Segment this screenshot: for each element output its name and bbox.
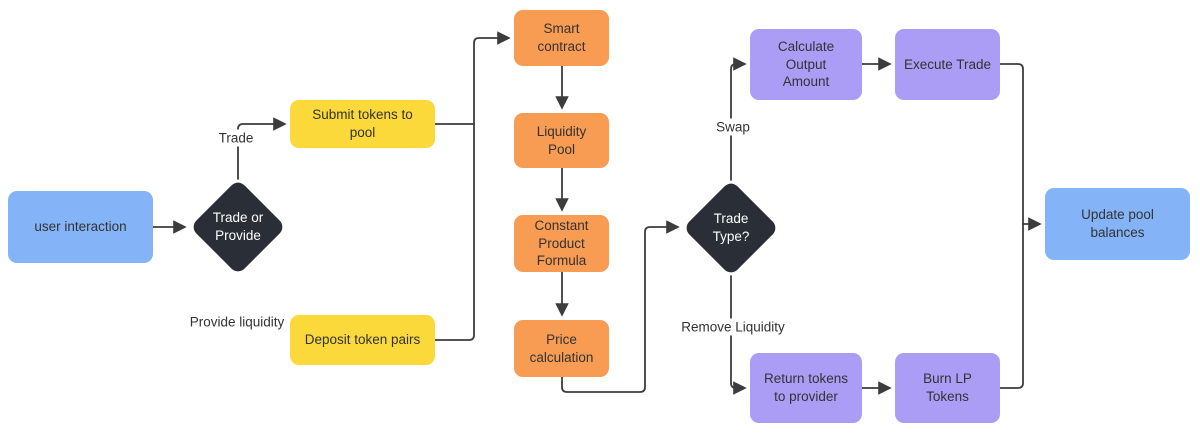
decision-label: Trade or Provide: [212, 210, 264, 243]
node-burn-lp-tokens[interactable]: Burn LP Tokens: [895, 353, 1000, 423]
node-execute-trade[interactable]: Execute Trade: [895, 29, 1000, 100]
edge-tradetype-to-return: [730, 275, 747, 395]
edge-label-remove-liquidity: Remove Liquidity: [677, 318, 789, 336]
edge-burn-join: [999, 223, 1024, 389]
node-trade-or-provide-decision[interactable]: Trade or Provide: [190, 179, 286, 275]
node-constant-product-formula[interactable]: Constant Product Formula: [514, 215, 609, 272]
node-price-calculation[interactable]: Price calculation: [514, 320, 609, 377]
node-submit-tokens-to-pool[interactable]: Submit tokens to pool: [290, 100, 435, 148]
node-liquidity-pool[interactable]: Liquidity Pool: [514, 113, 609, 168]
node-deposit-token-pairs[interactable]: Deposit token pairs: [290, 315, 435, 365]
edge-price-to-tradetype: [561, 220, 680, 393]
node-smart-contract[interactable]: Smart contract: [514, 10, 609, 66]
edge-label-trade: Trade: [214, 129, 258, 147]
node-update-pool-balances[interactable]: Update pool balances: [1045, 188, 1190, 260]
decision-label: Trade Type?: [712, 211, 750, 244]
node-calculate-output-amount[interactable]: Calculate Output Amount: [750, 29, 862, 100]
edge-tradetype-to-calc: [730, 57, 747, 181]
edge-label-provide-liquidity: Provide liquidity: [185, 313, 289, 331]
node-user-interaction[interactable]: user interaction: [8, 191, 153, 263]
edge-decision-to-submit: [237, 117, 287, 180]
node-return-tokens-to-provider[interactable]: Return tokens to provider: [750, 353, 862, 423]
edge-deposit-to-smartcontract: [434, 31, 511, 341]
edge-label-swap: Swap: [712, 118, 754, 136]
edge-execute-join: [999, 63, 1024, 225]
node-trade-type-decision[interactable]: Trade Type?: [683, 180, 779, 276]
